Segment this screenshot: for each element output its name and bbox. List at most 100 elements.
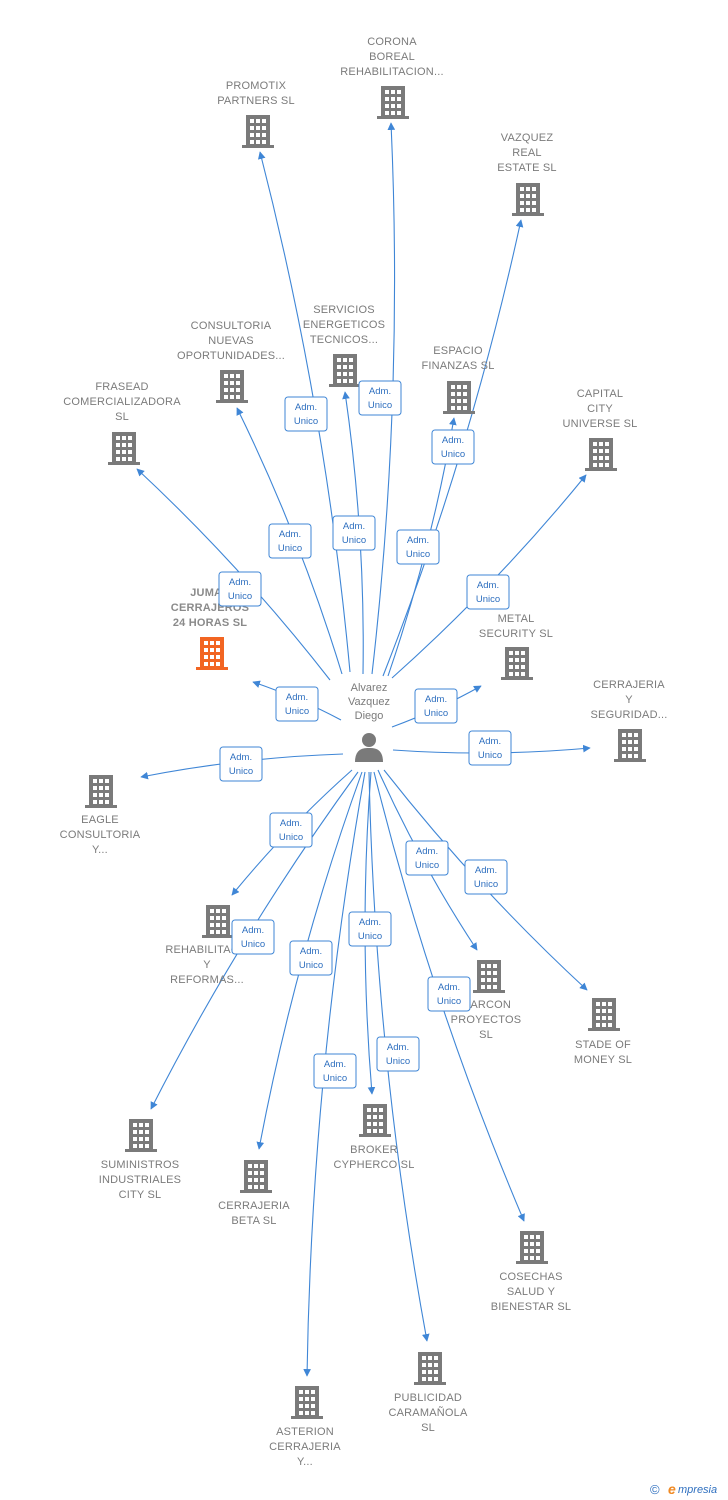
role-badge[interactable]: Adm.Unico (313, 1053, 357, 1089)
role-badge-box (405, 840, 449, 876)
role-badge-text: Unico (323, 1073, 347, 1084)
role-badge-text: Unico (476, 594, 500, 605)
role-badge[interactable]: Adm.Unico (289, 940, 333, 976)
building-icon (588, 998, 620, 1031)
role-badge-box (427, 976, 471, 1012)
role-badge[interactable]: Adm.Unico (396, 529, 440, 565)
role-badge[interactable]: Adm.Unico (466, 574, 510, 610)
role-badge-text: Unico (278, 543, 302, 554)
role-badge[interactable]: Adm.Unico (376, 1036, 420, 1072)
company-node-consultoria[interactable]: CONSULTORIANUEVASOPORTUNIDADES... (177, 320, 285, 403)
company-label-line: CITY SL (119, 1189, 162, 1201)
role-badge-text: Adm. (425, 694, 447, 705)
building-icon (501, 647, 533, 680)
company-label-line: SUMINISTROS (101, 1159, 180, 1171)
company-label-line: EAGLE (81, 814, 119, 826)
role-badge[interactable]: Adm.Unico (427, 976, 471, 1012)
role-badge[interactable]: Adm.Unico (219, 746, 263, 782)
company-label-line: BROKER (350, 1144, 398, 1156)
role-badge-box (313, 1053, 357, 1089)
company-node-corona[interactable]: CORONABOREALREHABILITACION... (340, 36, 444, 119)
role-badge-box (348, 911, 392, 947)
role-badge-text: Adm. (300, 946, 322, 957)
role-badge[interactable]: Adm.Unico (348, 911, 392, 947)
company-node-asterion[interactable]: ASTERIONCERRAJERIAY... (269, 1386, 341, 1468)
company-label-line: COMERCIALIZADORA (63, 396, 181, 408)
role-badge-text: Unico (294, 416, 318, 427)
company-label-line: Y (625, 694, 633, 706)
role-badge[interactable]: Adm.Unico (268, 523, 312, 559)
brand-name: mpresia (678, 1484, 717, 1496)
building-icon (414, 1352, 446, 1385)
role-badge-box (466, 574, 510, 610)
building-icon (85, 775, 117, 808)
building-icon (291, 1386, 323, 1419)
role-badge-box (268, 523, 312, 559)
building-icon (443, 381, 475, 414)
role-badge-box (289, 940, 333, 976)
building-icon (516, 1231, 548, 1264)
role-badge[interactable]: Adm.Unico (231, 919, 275, 955)
role-badge[interactable]: Adm.Unico (358, 380, 402, 416)
company-label-line: ESTATE SL (497, 162, 556, 174)
role-badge-box (414, 688, 458, 724)
company-node-rehabilitac[interactable]: REHABILITAC...YREFORMAS... (165, 905, 248, 986)
company-label-line: Y... (297, 1456, 313, 1468)
role-badge[interactable]: Adm.Unico (464, 859, 508, 895)
company-label-line: FINANZAS SL (421, 360, 494, 372)
company-label-line: CITY (587, 403, 613, 415)
company-label-line: ENERGETICOS (303, 319, 385, 331)
brand-initial: e (668, 1481, 676, 1497)
company-label-line: FRASEAD (95, 381, 148, 393)
role-badge[interactable]: Adm. Unico (269, 812, 313, 848)
role-badge[interactable]: Adm.Unico (468, 730, 512, 766)
company-label-line: COSECHAS (499, 1271, 562, 1283)
building-icon (202, 905, 234, 938)
company-node-servicios[interactable]: SERVICIOSENERGETICOSTECNICOS... (303, 304, 385, 387)
role-badge-box (231, 919, 275, 955)
company-label-line: REAL (512, 147, 542, 159)
company-node-eagle[interactable]: EAGLECONSULTORIAY... (60, 775, 141, 856)
role-badge[interactable]: Adm.Unico (414, 688, 458, 724)
role-badge-box (219, 746, 263, 782)
company-label-line: BETA SL (231, 1215, 276, 1227)
role-badge[interactable]: Adm.Unico (405, 840, 449, 876)
role-badge[interactable]: Adm.Unico (275, 686, 319, 722)
role-badge[interactable]: Adm.Unico (218, 571, 262, 607)
role-badge-text: Unico (279, 832, 303, 843)
role-badge-box (358, 380, 402, 416)
company-label-line: STADE OF (575, 1039, 631, 1051)
role-badge-text: Adm. (280, 818, 302, 829)
role-badge[interactable]: Adm.Unico (431, 429, 475, 465)
role-badge[interactable]: Adm.Unico (332, 515, 376, 551)
role-badge-text: Adm. (286, 692, 308, 703)
company-label-line: Y... (92, 844, 108, 856)
company-label-line: MARCON (461, 999, 511, 1011)
building-icon (512, 183, 544, 216)
role-badge-text: Adm. (442, 435, 464, 446)
role-badge-text: Adm. (438, 982, 460, 993)
company-label-line: NUEVAS (208, 335, 254, 347)
company-node-cerrajeria-seg[interactable]: CERRAJERIAYSEGURIDAD... (591, 679, 668, 762)
company-label-line: REFORMAS... (170, 974, 244, 986)
company-label-line: BIENESTAR SL (491, 1301, 571, 1313)
role-badge[interactable]: Adm.Unico (284, 396, 328, 432)
company-label-line: Y (203, 959, 211, 971)
building-icon (240, 1160, 272, 1193)
role-badge-text: Adm. (229, 577, 251, 588)
role-badge-text: Unico (241, 939, 265, 950)
